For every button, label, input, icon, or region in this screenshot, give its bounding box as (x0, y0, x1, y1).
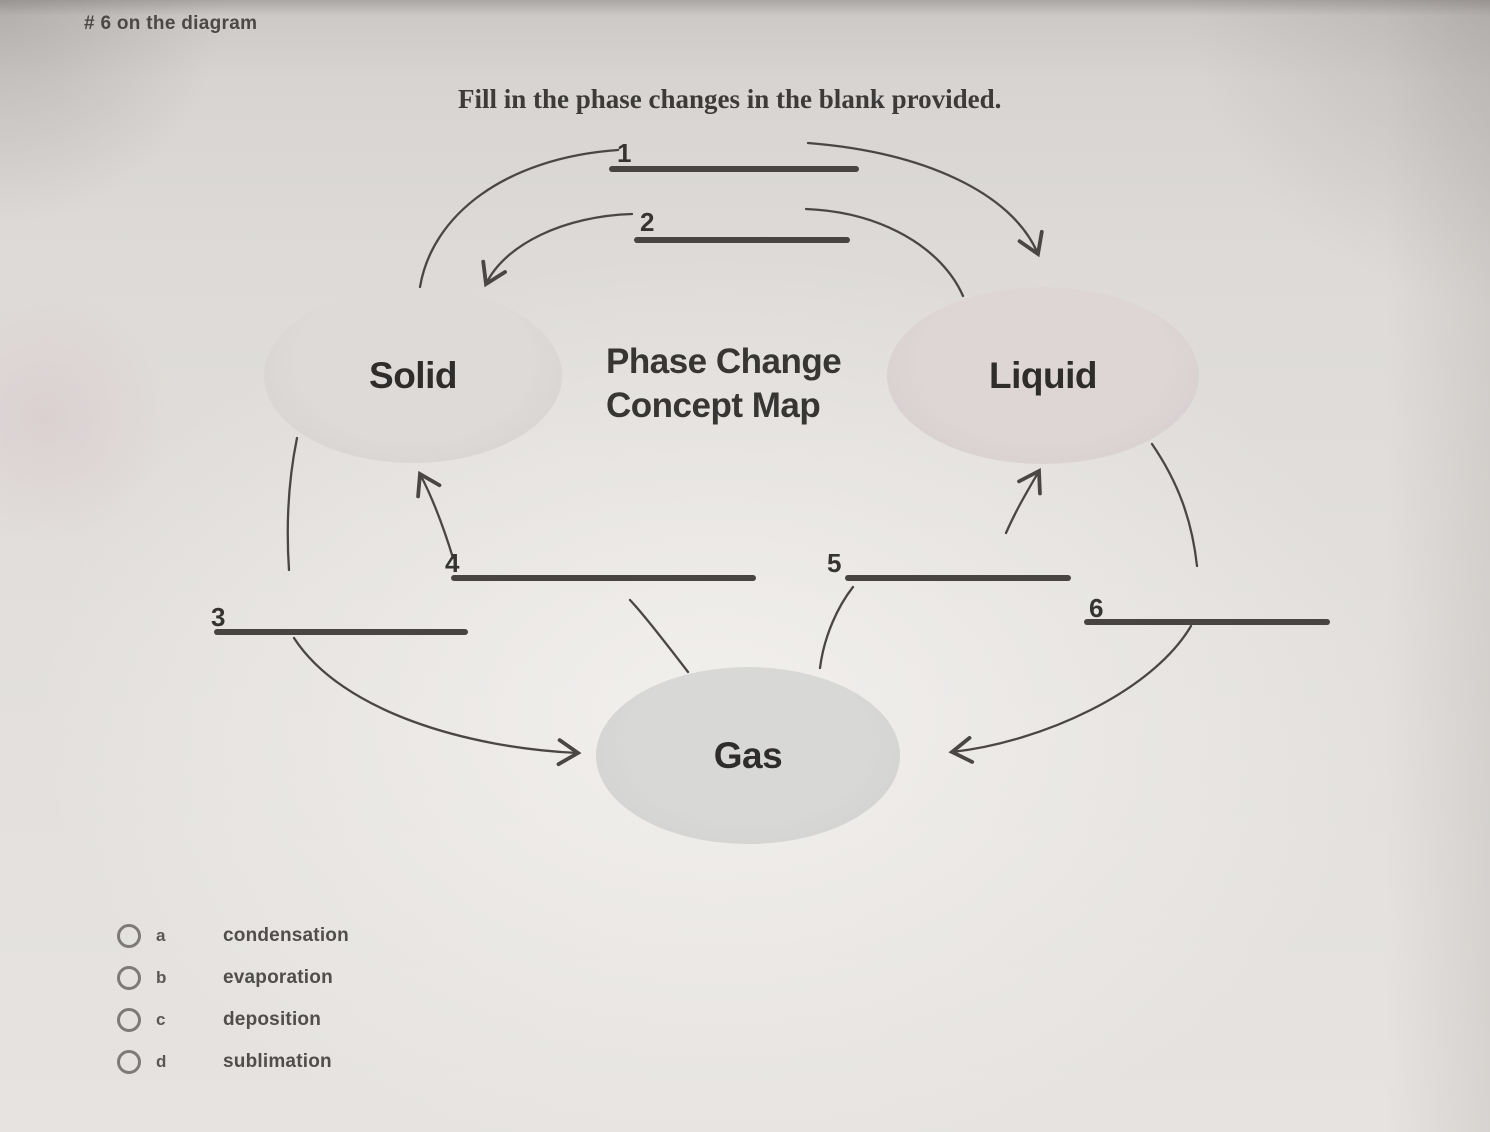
node-gas-label: Gas (713, 734, 783, 776)
blank-2-line (634, 237, 850, 243)
arrow-6-lower-segment (948, 624, 1193, 764)
option-c-letter: c (156, 1010, 166, 1029)
option-row-b[interactable]: b evaporation (117, 957, 349, 999)
option-row-a[interactable]: a condensation (117, 915, 349, 957)
blank-3-line (214, 629, 468, 635)
blank-4-line (451, 575, 756, 581)
blank-3-number: 3 (211, 602, 226, 632)
node-liquid: Liquid (887, 287, 1199, 464)
option-d-letter: d (156, 1052, 167, 1071)
option-d-label: sublimation (223, 1051, 332, 1072)
arrow-3-lower-segment (292, 636, 582, 767)
node-gas: Gas (596, 667, 900, 844)
arrow-4-lower-segment (628, 598, 690, 674)
radio-option-c[interactable] (117, 1008, 141, 1032)
arrow-3-upper-segment (286, 436, 299, 572)
option-c-label: deposition (223, 1009, 322, 1030)
arrow-4-upper-segment (416, 470, 455, 560)
radio-option-a[interactable] (117, 924, 141, 948)
blank-1-number: 1 (617, 138, 632, 168)
answer-options: a condensation b evaporation c depositio… (117, 915, 349, 1083)
node-solid-label: Solid (369, 354, 457, 396)
arrow-2-left-segment (481, 212, 634, 288)
option-a-letter: a (156, 926, 166, 945)
option-row-d[interactable]: d sublimation (117, 1041, 349, 1083)
arrow-5-lower-segment (818, 585, 855, 670)
arrow-1-right-segment (806, 141, 1044, 258)
option-b-label: evaporation (223, 967, 333, 988)
arrow-2-right-segment (804, 207, 965, 298)
blank-2-number: 2 (640, 207, 655, 237)
blank-1-line (609, 166, 859, 172)
diagram-title-line2: Concept Map (606, 386, 821, 425)
blank-4-number: 4 (445, 548, 460, 578)
blank-5-number: 5 (827, 548, 842, 578)
option-b-letter: b (156, 968, 167, 987)
option-row-c[interactable]: c deposition (117, 999, 349, 1041)
diagram-title-line1: Phase Change (606, 342, 842, 381)
node-liquid-label: Liquid (989, 354, 1097, 396)
blank-6-line (1084, 619, 1330, 625)
diagram-title: Phase Change Concept Map (606, 340, 842, 428)
arrow-6-upper-segment (1150, 442, 1199, 568)
arrow-1-left-segment (418, 148, 620, 289)
blank-5-line (845, 575, 1071, 581)
question-note: # 6 on the diagram (84, 13, 258, 34)
blank-6-number: 6 (1089, 593, 1104, 623)
node-solid: Solid (264, 288, 562, 463)
radio-option-d[interactable] (117, 1050, 141, 1074)
radio-option-b[interactable] (117, 966, 141, 990)
instruction-text: Fill in the phase changes in the blank p… (458, 84, 1002, 114)
option-a-label: condensation (223, 925, 349, 946)
arrow-5-upper-segment (1004, 467, 1042, 535)
